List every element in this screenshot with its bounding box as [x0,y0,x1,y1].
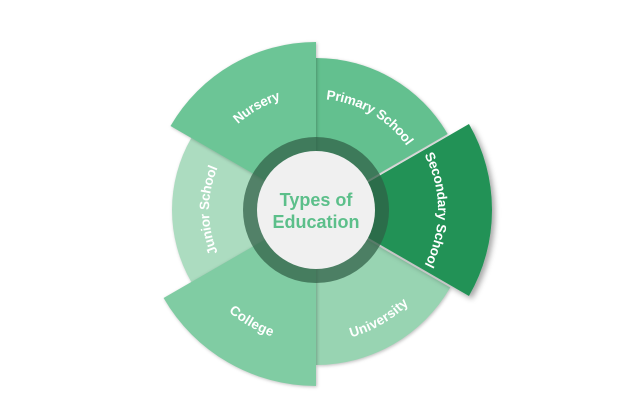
center-title-line-2: Education [272,212,359,232]
center-title-line-1: Types of [280,190,354,210]
segment-secondary-school [320,124,492,296]
center-circle [257,151,375,269]
